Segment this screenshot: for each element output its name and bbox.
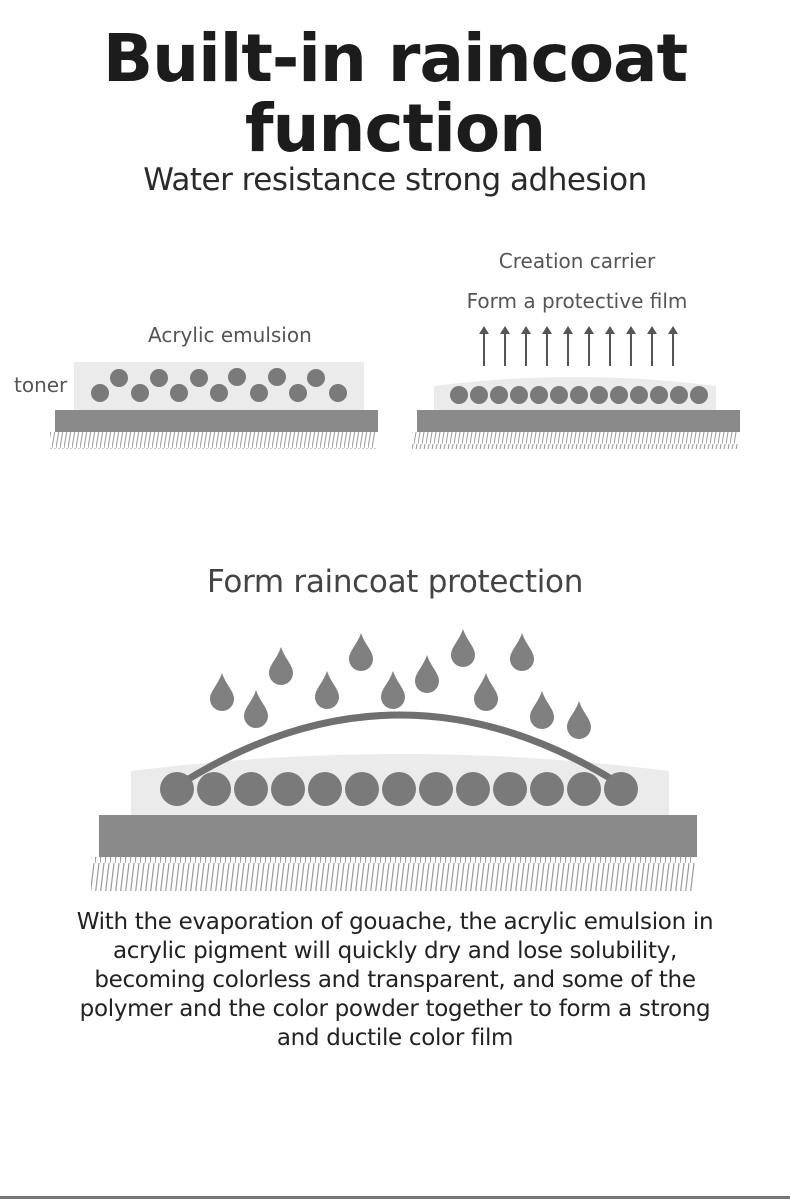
bottom-divider <box>0 1196 790 1199</box>
film-particles <box>450 386 708 404</box>
section-title: Form raincoat protection <box>206 564 584 600</box>
protective-film-diagram <box>412 326 740 449</box>
emulsion-diagram <box>50 362 378 449</box>
page-subtitle: Water resistance strong adhesion <box>143 162 647 198</box>
water-droplets <box>210 629 591 739</box>
raincoat-diagram <box>91 629 697 891</box>
description-text: With the evaporation of gouache, the acr… <box>76 909 714 1051</box>
substrate <box>55 410 378 432</box>
page-title-line-1: Built-in raincoat <box>102 20 688 97</box>
creation-carrier-label: Creation carrier <box>498 249 656 273</box>
substrate <box>99 815 697 857</box>
page-title-line-2: function <box>244 90 546 167</box>
toner-label: toner <box>14 373 68 397</box>
evaporation-arrows <box>479 326 678 366</box>
substrate-hatch <box>91 857 695 891</box>
substrate <box>417 410 740 432</box>
protective-film-label: Form a protective film <box>466 289 688 313</box>
pigment-particles <box>160 772 638 806</box>
acrylic-emulsion-label: Acrylic emulsion <box>148 323 312 347</box>
raincoat-arc <box>178 711 622 787</box>
substrate-hatch <box>412 432 738 449</box>
toner-particles <box>91 368 347 402</box>
substrate-hatch <box>50 432 376 449</box>
